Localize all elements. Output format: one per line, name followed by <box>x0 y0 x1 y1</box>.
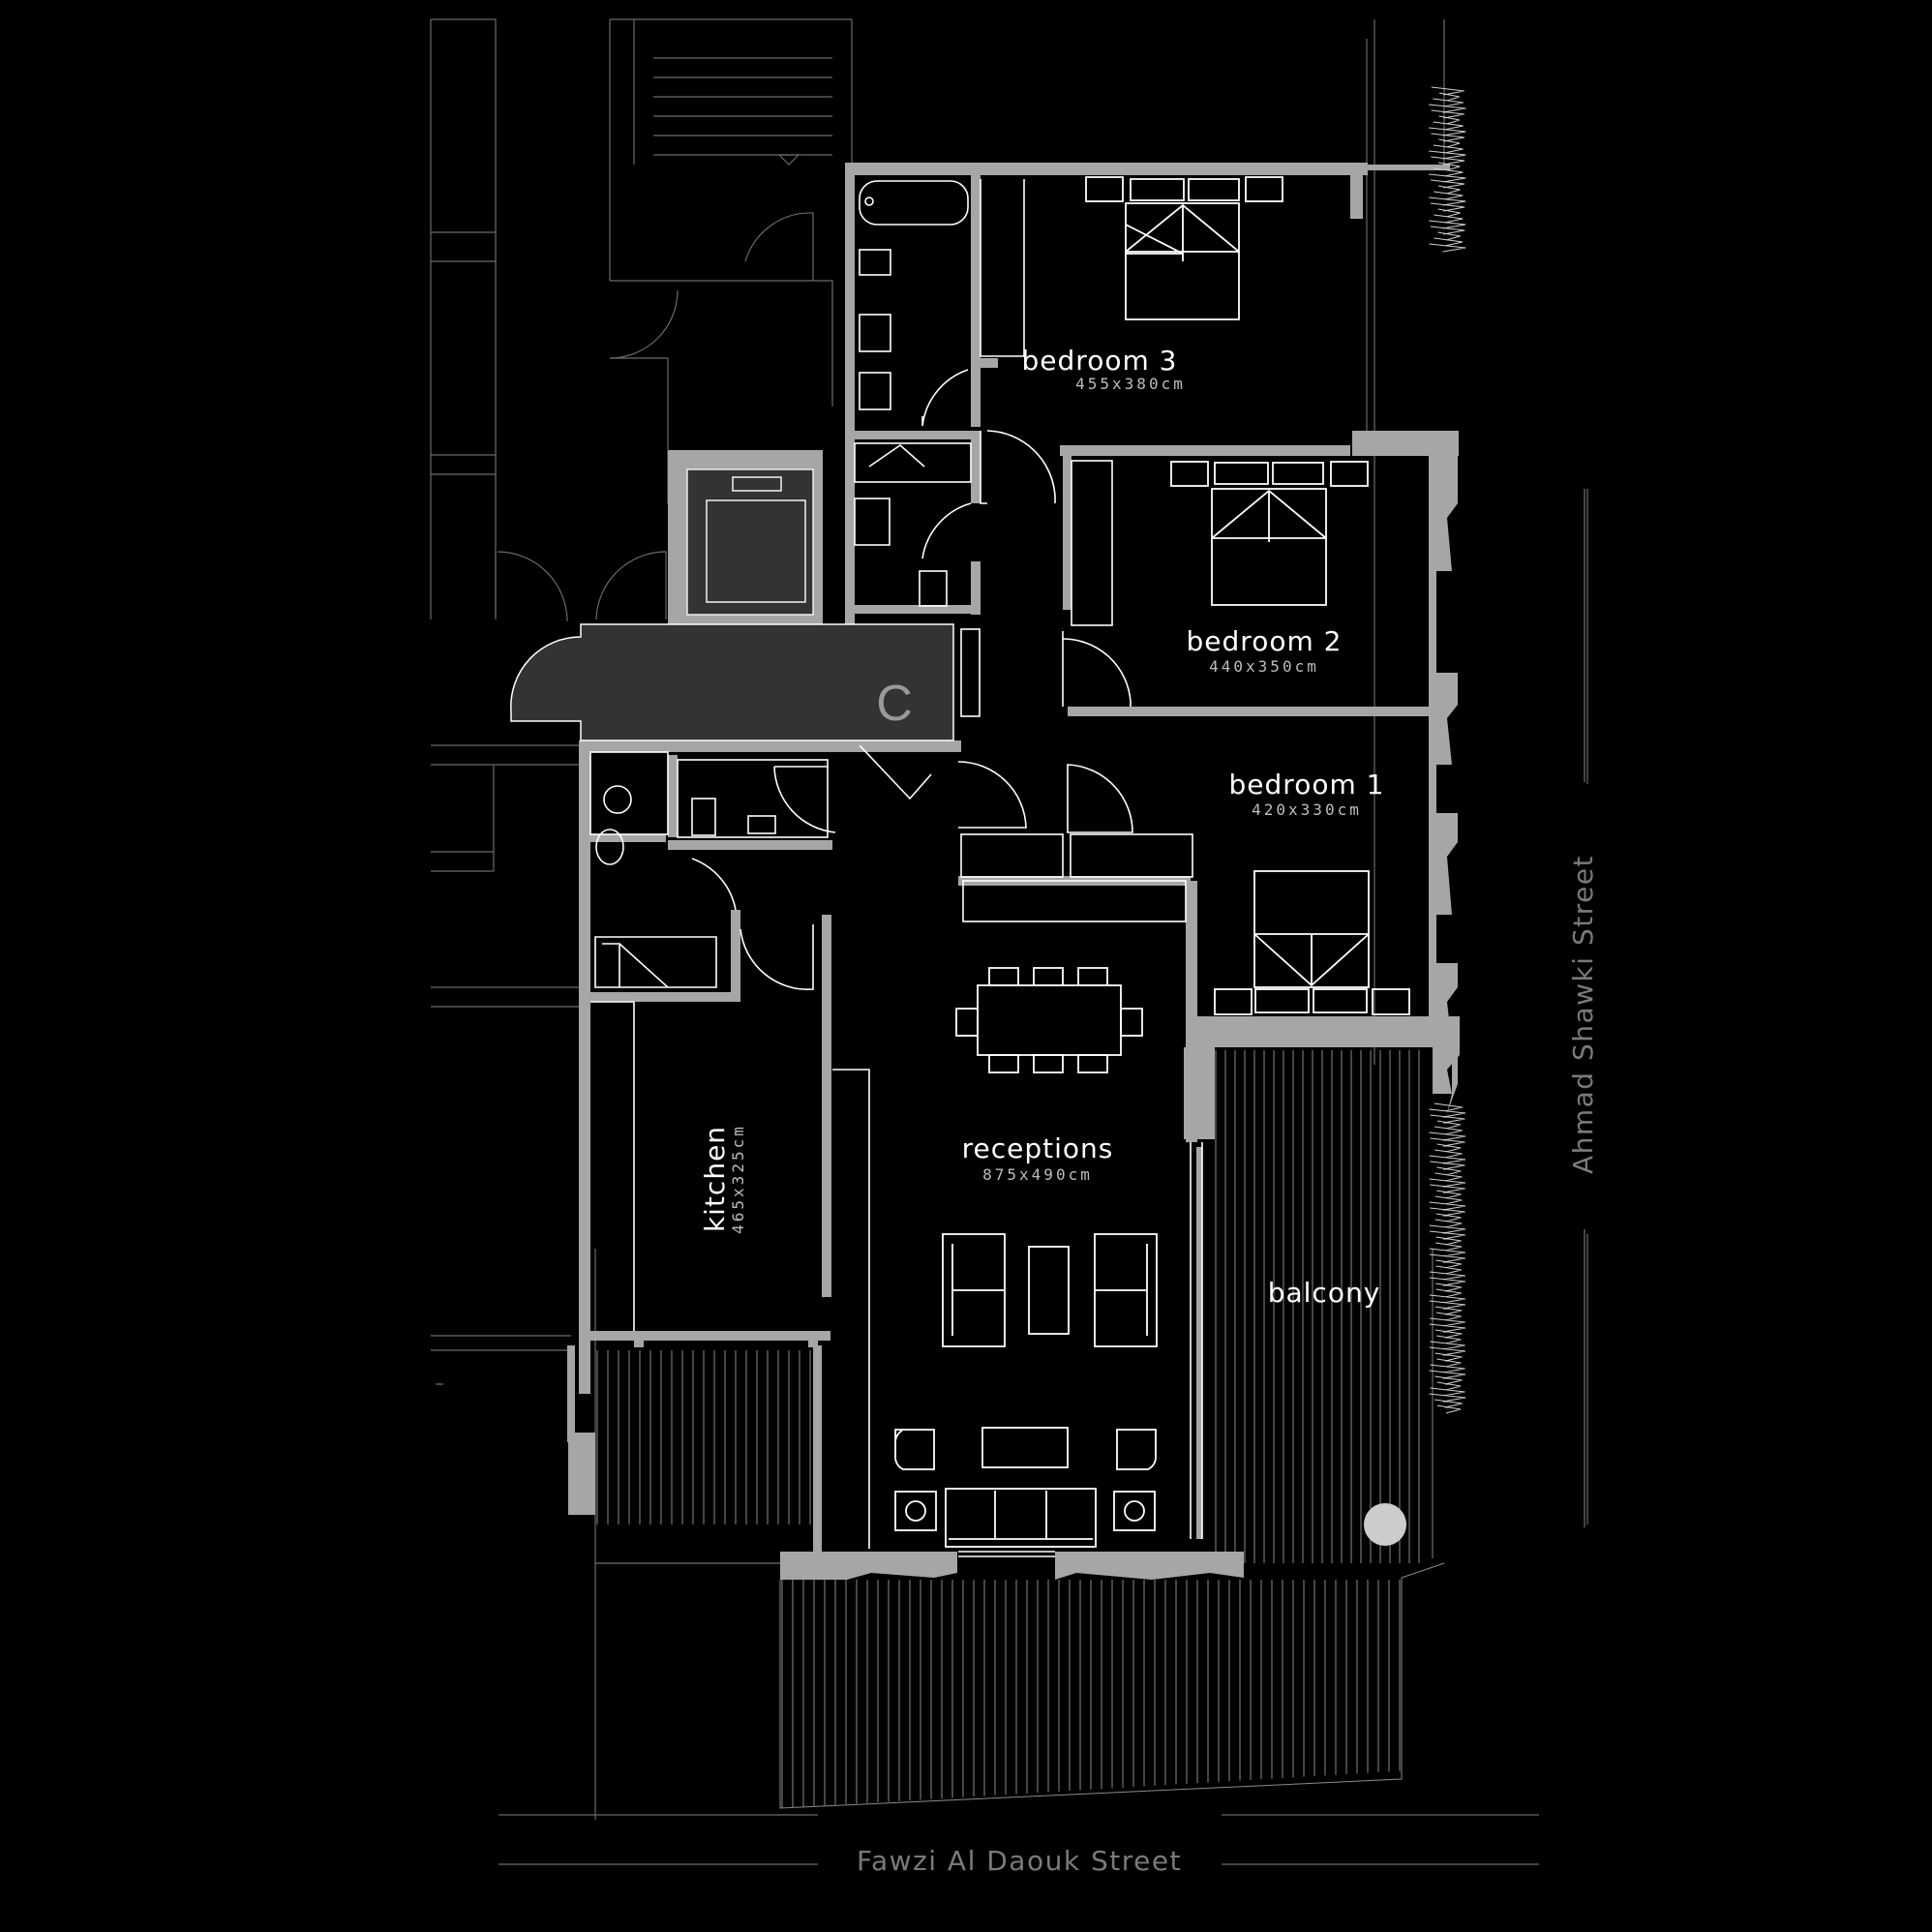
balcony-planter <box>1364 1503 1406 1546</box>
interior-lines <box>589 179 1203 1557</box>
decking-hatching <box>595 1050 1445 1809</box>
room-labels: bedroom 3 455x380cm bedroom 2 440x350cm … <box>699 345 1385 1309</box>
sink <box>859 372 891 410</box>
bedroom1-name: bedroom 1 <box>1229 769 1385 800</box>
lounge-set <box>894 1427 1157 1548</box>
bed-bedroom2 <box>1170 461 1369 606</box>
sofa-set <box>942 1233 1158 1347</box>
toilet <box>859 249 891 276</box>
dining-table <box>955 967 1143 1073</box>
bedroom2-dims: 440x350cm <box>1209 657 1319 676</box>
bedroom3-dims: 455x380cm <box>1075 375 1186 393</box>
south-street-label: Fawzi Al Daouk Street <box>857 1845 1182 1877</box>
kitchen-dims: 465x325cm <box>729 1124 747 1234</box>
core-label: C <box>876 676 913 732</box>
neighbour-building-outline <box>430 18 1588 1820</box>
vegetation <box>1429 86 1466 1414</box>
street-labels: Ahmad Shawki Street Fawzi Al Daouk Stree… <box>498 489 1599 1877</box>
balcony-name: balcony <box>1268 1277 1381 1309</box>
bedroom2-name: bedroom 2 <box>1187 625 1343 657</box>
bed-bedroom3 <box>1085 176 1283 320</box>
bed-bedroom1 <box>1214 870 1410 1015</box>
sink <box>859 314 891 352</box>
bathtub <box>859 180 969 226</box>
east-street-label: Ahmad Shawki Street <box>1567 855 1599 1174</box>
core-lobby: C <box>510 468 954 741</box>
bedroom1-dims: 420x330cm <box>1252 800 1362 819</box>
kitchen-name: kitchen <box>699 1126 731 1232</box>
receptions-dims: 875x490cm <box>982 1165 1093 1184</box>
receptions-name: receptions <box>962 1132 1114 1164</box>
bedroom3-name: bedroom 3 <box>1022 345 1178 377</box>
